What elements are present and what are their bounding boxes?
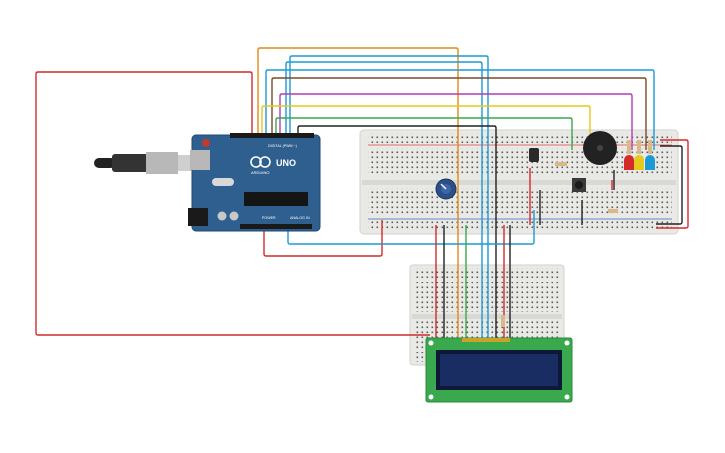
resistors	[501, 140, 652, 327]
arduino-brand-text: ARDUINO	[251, 170, 269, 175]
wire-green	[275, 117, 573, 150]
sensor-icon[interactable]	[529, 148, 539, 162]
piezo-buzzer-icon[interactable]	[583, 131, 617, 165]
usb-cable-icon[interactable]	[94, 152, 192, 174]
wire-blue-bottom	[287, 210, 535, 245]
wire-red-right	[656, 139, 689, 229]
power-pins-label: POWER	[262, 216, 276, 220]
wire-blue-top	[289, 55, 489, 340]
resistor-6	[501, 315, 505, 327]
uno-logo-text: UNO	[276, 158, 296, 168]
resistor-2	[627, 140, 631, 154]
led-blue-icon	[645, 155, 655, 170]
wire-yellow	[261, 105, 591, 150]
leds[interactable]	[624, 155, 655, 170]
lcd-screen	[440, 354, 558, 386]
lcd-display[interactable]	[425, 337, 573, 403]
analog-pins-label: ANALOG IN	[290, 216, 310, 220]
wire-black-right	[656, 145, 683, 225]
arduino-uno-board[interactable]: UNO ARDUINO DIGITAL (PWM ~) POWER ANALOG…	[188, 133, 321, 232]
resistor-4	[648, 140, 652, 154]
potentiometer-icon[interactable]	[435, 178, 457, 200]
wire-purple	[279, 93, 633, 150]
resistor-5	[608, 209, 618, 213]
wire-blue-2	[285, 61, 483, 340]
arduino-logo-icon	[250, 156, 271, 168]
led-yellow-icon	[634, 155, 644, 170]
led-red-icon	[624, 155, 634, 170]
wire-blue-right	[265, 69, 655, 150]
resistor-3	[637, 140, 641, 154]
resistor-1	[555, 162, 567, 166]
wire-brown	[271, 77, 647, 150]
pushbutton-icon[interactable]	[572, 178, 586, 192]
wire-red-bottom	[263, 220, 383, 257]
wire-red-5v	[35, 71, 430, 336]
wire-black-top	[297, 125, 497, 340]
digital-pins-label: DIGITAL (PWM ~)	[268, 144, 297, 148]
wire-orange	[257, 47, 459, 340]
